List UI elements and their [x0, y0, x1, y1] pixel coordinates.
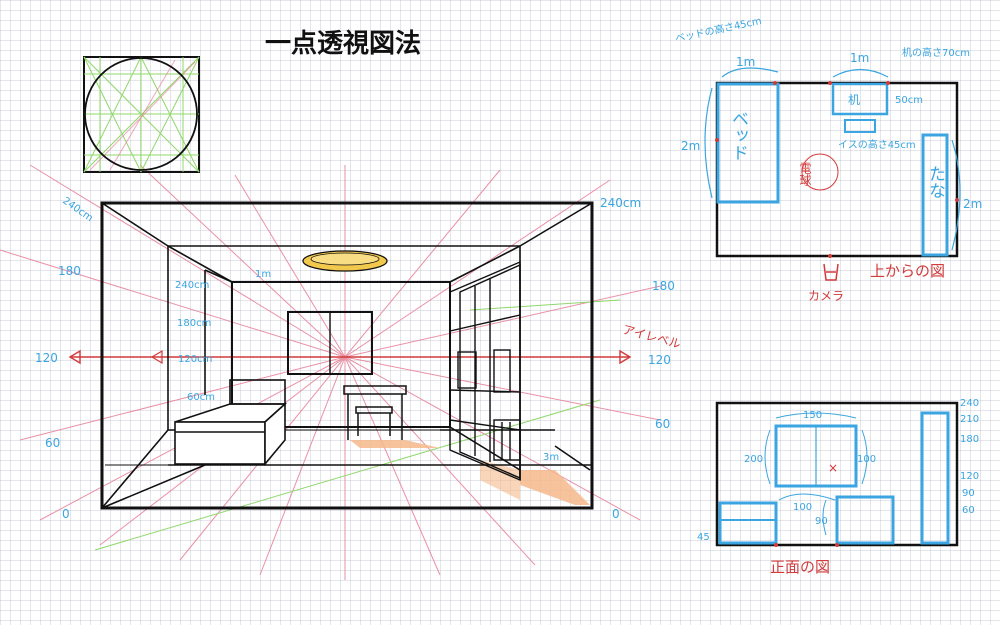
dim-desk-depth: 50cm: [895, 95, 923, 106]
front-bed: [718, 501, 778, 545]
desk-height-note: 机の高さ70cm: [902, 46, 970, 59]
lamp-label: 電球: [798, 162, 812, 186]
front-dim-window-right: 100: [857, 454, 876, 465]
perspective-rays: [0, 164, 666, 580]
front-dim-120: 120: [960, 471, 979, 482]
front-dim-desk-left: 100: [793, 502, 812, 513]
floor-shading-shelf: [520, 470, 590, 505]
height-label-right-60: 60: [655, 417, 670, 431]
green-guide-line: [469, 299, 621, 311]
dim-desk-width: 1m: [850, 51, 869, 65]
front-view-caption: 正面の図: [770, 558, 830, 576]
camera-icon: [823, 263, 839, 281]
window: [287, 311, 373, 375]
inner-label-60: 60cm: [187, 392, 215, 403]
front-dim-180: 180: [960, 434, 979, 445]
front-dim-window-left: 200: [744, 454, 763, 465]
ceiling-lamp-inner: [310, 252, 380, 266]
dim-bed-width: 1m: [736, 55, 755, 69]
chair-height-note: イスの高さ45cm: [838, 138, 916, 151]
height-label-left-60: 60: [45, 436, 60, 450]
height-label-right-180: 180: [652, 279, 675, 293]
height-label-right-240: 240cm: [600, 196, 641, 210]
bed-height-note: ベッドの高さ45cm: [674, 14, 763, 45]
front-dim-240: 240: [960, 398, 979, 409]
plan-desk: [831, 82, 889, 116]
desk: [343, 385, 407, 440]
inner-label-240: 240cm: [175, 280, 209, 291]
bookshelf: [449, 260, 521, 482]
plan-top-view: [704, 67, 961, 281]
green-guide-line: [94, 399, 601, 551]
plan-front-view: ×: [715, 401, 959, 547]
height-label-left-0: 0: [62, 507, 70, 521]
height-label-left-240: 240cm: [60, 195, 94, 224]
window-center-mark: ×: [828, 461, 838, 475]
plan-shelf-label: たな: [925, 165, 945, 199]
plan-bed-label: ベッド: [728, 110, 748, 161]
inner-label-1m: 1m: [255, 269, 271, 280]
plan-desk-label: 机: [848, 93, 860, 107]
dim-shelf-length: 2m: [963, 197, 982, 211]
eye-level-line: [68, 349, 632, 365]
plan-lamp-mark: [801, 153, 839, 191]
floor-shading-desk: [350, 440, 440, 448]
picture-frame: [100, 201, 594, 510]
plan-bed: [716, 82, 780, 204]
top-view-caption: 上からの図: [870, 262, 945, 280]
height-label-left-180: 180: [58, 264, 81, 278]
plan-chair: [844, 119, 876, 133]
front-shelf: [920, 411, 950, 545]
floor-shading-shelf-front: [480, 460, 520, 500]
camera-label: カメラ: [808, 289, 844, 303]
eye-level-label: アイレベル: [621, 322, 682, 351]
plan-shelf: [921, 133, 949, 257]
front-dim-90: 90: [962, 488, 975, 499]
dim-bed-length: 2m: [681, 139, 700, 153]
height-label-right-0: 0: [612, 507, 620, 521]
page-title: 一点透視図法: [265, 28, 421, 59]
inner-label-180: 180cm: [177, 318, 211, 329]
inner-label-120: 120cm: [178, 354, 212, 365]
height-label-left-120: 120: [35, 351, 58, 365]
front-dim-window-w: 150: [803, 410, 822, 421]
front-dim-desk-h: 90: [815, 516, 828, 527]
front-desk: [835, 495, 895, 545]
front-dim-60: 60: [962, 505, 975, 516]
circle-in-square-diagram: [83, 56, 200, 173]
bed: [174, 379, 288, 467]
front-dim-210: 210: [960, 414, 979, 425]
height-label-right-120: 120: [648, 353, 671, 367]
inner-label-3m: 3m: [543, 452, 559, 463]
front-dim-bed-h: 45: [697, 532, 710, 543]
